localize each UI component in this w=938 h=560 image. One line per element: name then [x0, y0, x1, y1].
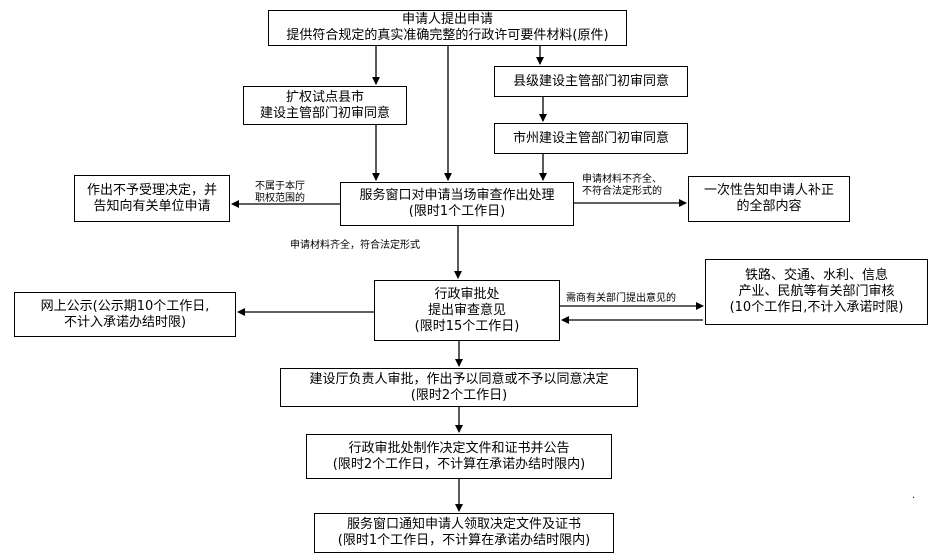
box-city: 市州建设主管部门初审同意	[494, 123, 688, 154]
box-reject: 作出不予受理决定，并 告知向有关单位申请	[74, 175, 230, 222]
box-make: 行政审批处制作决定文件和证书并公告 (限时2个工作日，不计算在承诺办结时限内)	[306, 434, 612, 479]
label-consult: 需商有关部门提出意见的	[566, 293, 676, 304]
box-final: 服务窗口通知申请人领取决定文件及证书 (限时1个工作日，不计算在承诺办结时限内)	[314, 513, 614, 553]
footnote-dot: .	[912, 490, 916, 501]
box-head: 建设厅负责人审批，作出予以同意或不予以同意决定 (限时2个工作日)	[280, 368, 638, 407]
box-window: 服务窗口对申请当场审查作出处理 (限时1个工作日)	[340, 182, 574, 226]
label-complete: 申请材料齐全，符合法定形式	[290, 240, 420, 251]
box-publicity: 网上公示(公示期10个工作日, 不计入承诺办结时限)	[14, 292, 236, 337]
box-office: 行政审批处 提出审查意见 (限时15个工作日)	[374, 280, 560, 341]
box-notify: 一次性告知申请人补正 的全部内容	[688, 176, 850, 222]
box-depts: 铁路、交通、水利、信息 产业、民航等有关部门审核 (10个工作日,不计入承诺时限…	[705, 259, 928, 325]
box-pilot: 扩权试点县市 建设主管部门初审同意	[243, 86, 407, 125]
box-apply: 申请人提出申请 提供符合规定的真实准确完整的行政许可要件材料(原件)	[268, 10, 627, 46]
label-out-of-scope: 不属于本厅 职权范围的	[255, 181, 305, 204]
box-county: 县级建设主管部门初审同意	[494, 66, 688, 97]
label-incomplete: 申请材料不齐全、 不符合法定形式的	[582, 174, 662, 197]
